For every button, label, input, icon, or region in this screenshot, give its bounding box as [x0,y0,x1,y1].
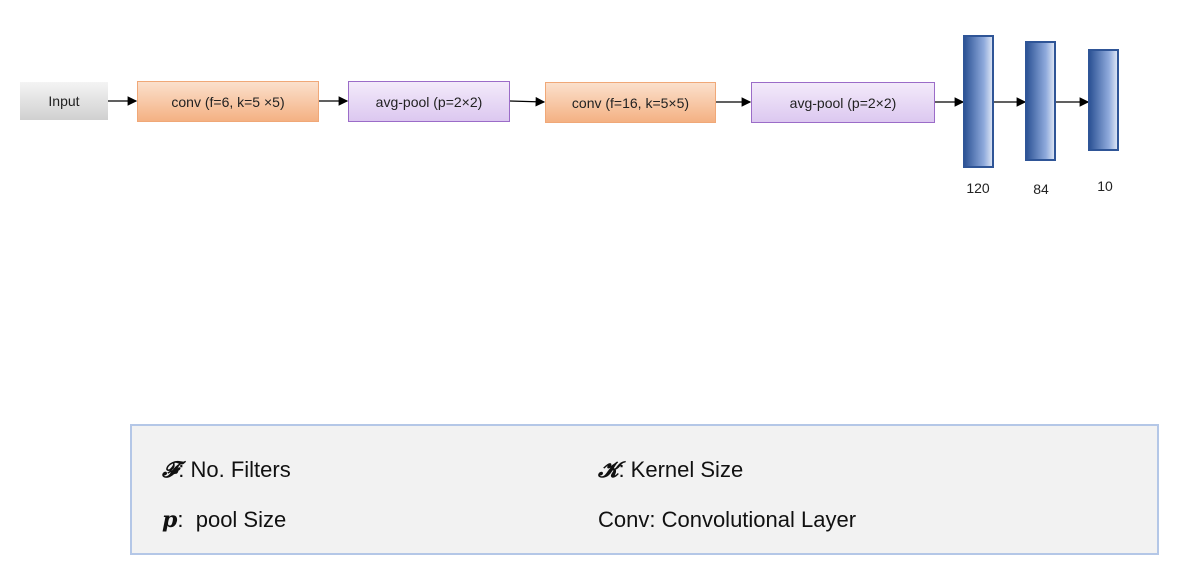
fc-layer-120 [963,35,994,168]
conv-node-2-label: conv (f=16, k=5×5) [571,94,690,111]
avg-pool-node-1-label: avg-pool (p=2×2) [375,93,483,110]
avg-pool-node-1: avg-pool (p=2×2) [348,81,510,122]
fc-layer-84 [1025,41,1056,161]
conv-node-1-label: conv (f=6, k=5 ×5) [171,93,285,110]
legend-kernel-symbol: 𝓚 [598,457,619,483]
legend-kernel: 𝓚: Kernel Size [598,457,743,483]
input-node: Input [20,82,108,120]
arrow-pool1-conv2 [509,96,546,107]
legend-filters-text: : No. Filters [178,457,291,482]
fc-layer-120-label: 120 [966,180,990,196]
legend-filters: 𝓕: No. Filters [162,457,291,483]
avg-pool-node-2-label: avg-pool (p=2×2) [789,94,897,111]
fc-layer-84-label: 84 [1033,181,1049,197]
legend-pool: 𝒑: pool Size [162,507,286,533]
legend-pool-text: : pool Size [177,507,287,532]
legend-kernel-text: : Kernel Size [618,457,744,482]
avg-pool-node-2: avg-pool (p=2×2) [751,82,935,123]
legend-filters-symbol: 𝓕 [162,457,179,483]
fc-layer-10-label: 10 [1097,178,1113,194]
input-label: Input [48,93,80,109]
legend-conv-text: Conv: Convolutional Layer [598,507,857,532]
conv-node-2: conv (f=16, k=5×5) [545,82,716,123]
fc-layer-10 [1088,49,1119,151]
legend-conv: Conv: Convolutional Layer [598,507,856,533]
legend-pool-symbol: 𝒑 [162,507,178,533]
legend-panel: 𝓕: No. Filters 𝓚: Kernel Size 𝒑: pool Si… [130,424,1159,555]
conv-node-1: conv (f=6, k=5 ×5) [137,81,319,122]
